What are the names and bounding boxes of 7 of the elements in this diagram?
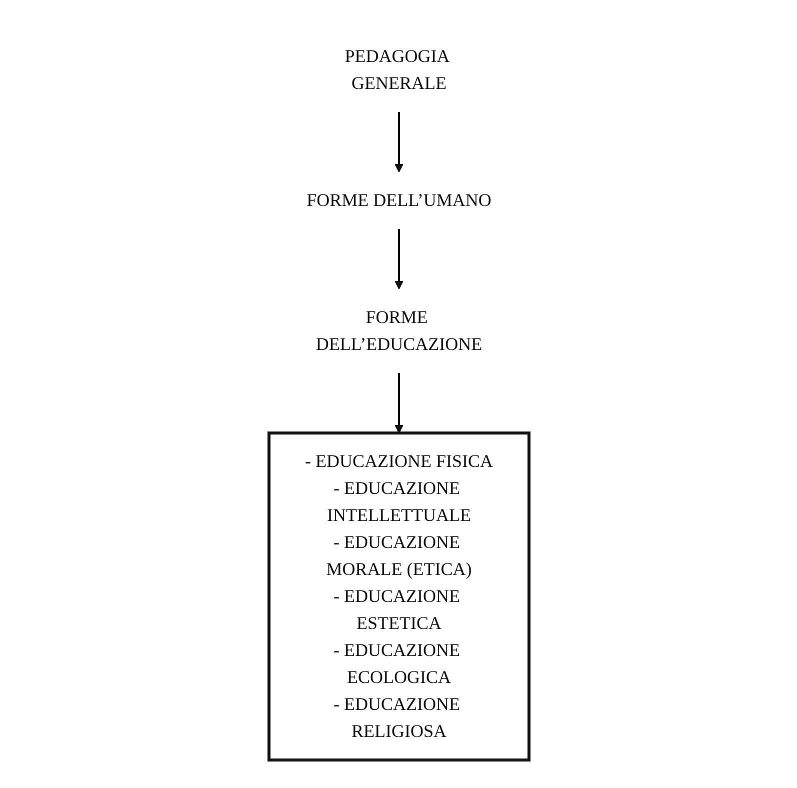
node-text: FORME DELL’EDUCAZIONE (315, 307, 482, 354)
arrow (394, 112, 403, 172)
arrow (394, 373, 403, 434)
node-text: PEDAGOGIA GENERALE (344, 46, 448, 93)
node-text: FORME DELL’UMANO (306, 190, 491, 210)
arrow (394, 229, 403, 290)
node-box: - EDUCAZIONE FISICA - EDUCAZIONE INTELLETTUALE - EDUCAZIONE MORALE (ETICA) - EDUCAZIONE ESTETICA - EDUCAZIONE ECOLOGICA - EDUCAZIONE RELIGIOSA (267, 432, 530, 762)
